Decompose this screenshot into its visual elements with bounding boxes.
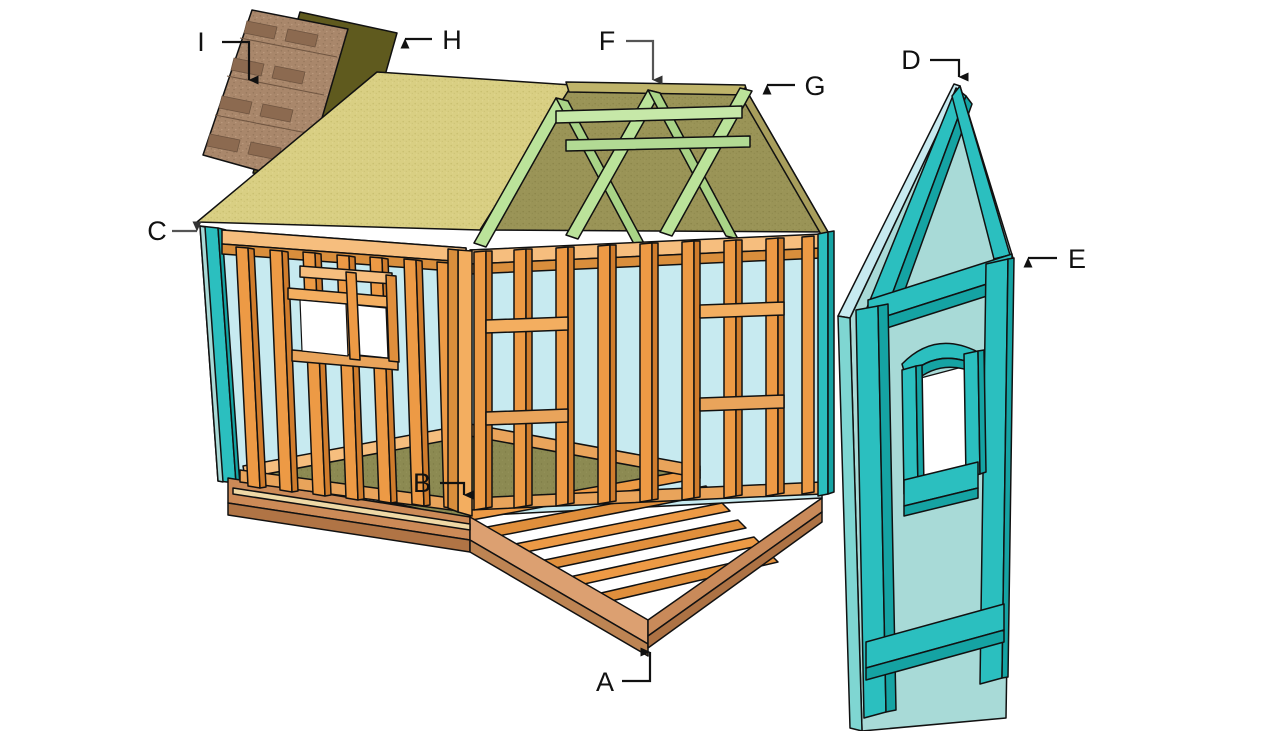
callout-label-F: F <box>599 26 616 56</box>
callout-I: I <box>197 27 259 85</box>
callout-D: D <box>901 45 969 82</box>
callout-E: E <box>1023 244 1086 274</box>
left-wall-framing <box>221 229 467 513</box>
truss-collar-tie <box>555 105 743 124</box>
callout-C: C <box>147 216 202 246</box>
callout-H: H <box>400 25 462 55</box>
callout-B: B <box>413 468 474 500</box>
callout-label-C: C <box>147 216 167 246</box>
callout-A: A <box>596 647 652 697</box>
truss-collar-tie <box>565 135 751 152</box>
callout-G: G <box>762 71 826 101</box>
callout-label-I: I <box>197 27 205 57</box>
callout-label-E: E <box>1068 244 1086 274</box>
callout-label-H: H <box>442 25 462 55</box>
callout-layer: I H F G D E C <box>147 25 1086 697</box>
callout-F: F <box>599 26 663 85</box>
callout-label-A: A <box>596 667 614 697</box>
rear-wall-framing <box>469 233 823 511</box>
right-wall-siding-edge <box>817 230 835 497</box>
gable-end-panel <box>837 83 1015 731</box>
roof-truss <box>659 87 753 237</box>
callout-label-G: G <box>804 71 825 101</box>
corner-post <box>447 248 473 517</box>
callout-label-D: D <box>901 45 921 75</box>
roof-truss-group <box>473 87 753 248</box>
callout-label-B: B <box>413 468 431 498</box>
floor-frame-base <box>227 477 823 657</box>
